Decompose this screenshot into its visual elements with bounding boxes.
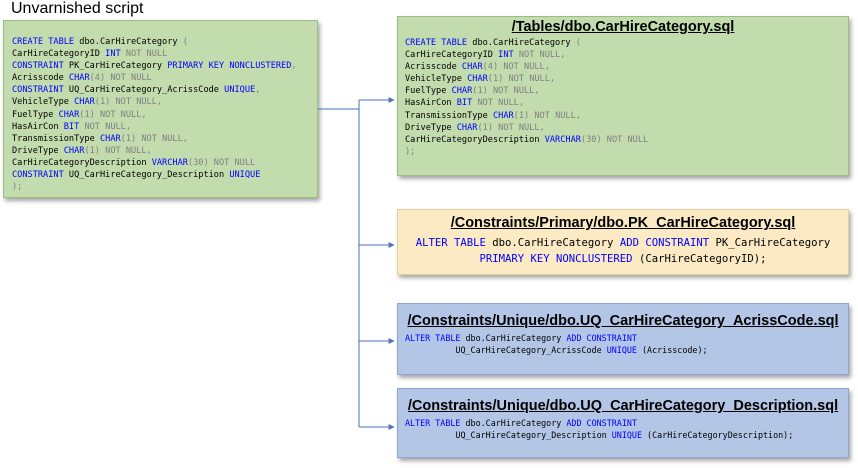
uq-acriss-file-code: ALTER TABLE dbo.CarHireCategory ADD CONS… <box>405 333 708 355</box>
code-line: TransmissionType CHAR(1) NOT NULL, <box>12 133 188 144</box>
primary-file-box: /Constraints/Primary/dbo.PK_CarHireCateg… <box>397 209 849 275</box>
uq-acriss-file-header: /Constraints/Unique/dbo.UQ_CarHireCatego… <box>407 313 839 329</box>
code-line: Acrisscode CHAR(4) NOT NULL <box>12 73 152 84</box>
code-line: CarHireCategoryDescription VARCHAR(30) N… <box>12 157 256 168</box>
code-line: DriveType CHAR(1) NOT NULL, <box>12 145 152 156</box>
code-line: VehicleType CHAR(1) NOT NULL, <box>12 97 163 108</box>
code-line: Acrisscode CHAR(4) NOT NULL, <box>405 62 550 73</box>
code-line: TransmissionType CHAR(1) NOT NULL, <box>405 110 581 121</box>
source-script-code: CREATE TABLE dbo.CarHireCategory ( CarHir… <box>12 36 317 193</box>
code-line: ); <box>405 146 416 157</box>
code-line: FuelType CHAR(1) NOT NULL, <box>405 86 540 97</box>
tables-file-header: /Tables/dbo.CarHireCategory.sql <box>511 19 735 35</box>
tables-file-code: CREATE TABLE dbo.CarHireCategory ( CarHir… <box>405 37 648 158</box>
code-line: FuelType CHAR(1) NOT NULL, <box>12 109 147 120</box>
uq-desc-file-box: /Constraints/Unique/dbo.UQ_CarHireCatego… <box>397 388 849 458</box>
uq-desc-file-header: /Constraints/Unique/dbo.UQ_CarHireCatego… <box>407 398 839 414</box>
tables-file-box: /Tables/dbo.CarHireCategory.sql CREATE T… <box>397 16 849 176</box>
code-line: CarHireCategoryDescription VARCHAR(30) N… <box>405 134 649 145</box>
code-line: ); <box>12 182 23 193</box>
code-line: CONSTRAINT PK_CarHireCategory PRIMARY KE… <box>12 61 297 72</box>
uq-acriss-file-box: /Constraints/Unique/dbo.UQ_CarHireCatego… <box>397 303 849 375</box>
code-line: VehicleType CHAR(1) NOT NULL, <box>405 74 556 85</box>
connector-trunk <box>318 108 360 427</box>
code-line: CarHireCategoryID INT NOT NULL <box>12 49 168 60</box>
page-title: Unvarnished script <box>11 0 144 17</box>
code-line: DriveType CHAR(1) NOT NULL, <box>405 122 545 133</box>
code-line: CREATE TABLE dbo.CarHireCategory ( <box>12 37 188 47</box>
code-line: CarHireCategoryID INT NOT NULL, <box>405 50 566 61</box>
code-line: CONSTRAINT UQ_CarHireCategory_AcrissCode… <box>12 85 261 96</box>
primary-file-header: /Constraints/Primary/dbo.PK_CarHireCateg… <box>450 215 796 231</box>
code-line: HasAirCon BIT NOT NULL, <box>405 98 525 109</box>
code-line: CREATE TABLE dbo.CarHireCategory ( <box>405 38 581 48</box>
primary-file-code: ALTER TABLE dbo.CarHireCategory ADD CONS… <box>415 237 831 265</box>
source-script-box: CREATE TABLE dbo.CarHireCategory ( CarHir… <box>3 20 318 198</box>
code-line: CONSTRAINT UQ_CarHireCategory_Descriptio… <box>12 170 261 181</box>
code-line: HasAirCon BIT NOT NULL, <box>12 121 132 132</box>
uq-desc-file-code: ALTER TABLE dbo.CarHireCategory ADD CONS… <box>405 418 794 440</box>
